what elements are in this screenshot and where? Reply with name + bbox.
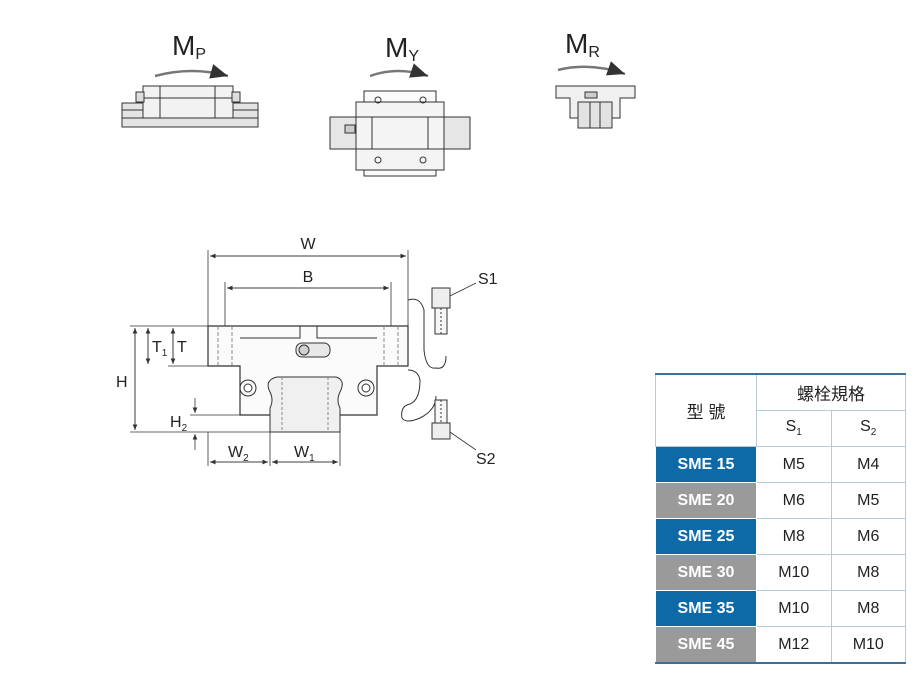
bolt-mounting-detail bbox=[401, 282, 477, 451]
bolt-s1-label: S1 bbox=[478, 271, 498, 288]
table-row: SME 45 M12 M10 bbox=[655, 626, 906, 664]
table-row: SME 30 M10 M8 bbox=[655, 554, 906, 591]
s2-cell: M10 bbox=[830, 626, 906, 664]
s2-column-header: S2 bbox=[830, 410, 906, 447]
model-cell: SME 45 bbox=[655, 626, 757, 664]
dim-h-label: H bbox=[116, 374, 128, 391]
s1-cell: M10 bbox=[756, 554, 832, 591]
model-column-header: 型 號 bbox=[655, 373, 757, 447]
s2-cell: M4 bbox=[830, 446, 906, 483]
model-cell: SME 30 bbox=[655, 554, 757, 591]
dim-w-label: W bbox=[300, 236, 316, 253]
table-row: SME 15 M5 M4 bbox=[655, 446, 906, 483]
bolt-spec-header: 螺栓規格 bbox=[756, 373, 906, 411]
dim-w2-label: W2 bbox=[228, 444, 249, 464]
dim-w1-label: W1 bbox=[294, 444, 315, 464]
s1-cell: M10 bbox=[756, 590, 832, 627]
mr-view-icon bbox=[555, 61, 636, 129]
mp-view-icon bbox=[121, 64, 259, 128]
dim-h2-label: H2 bbox=[170, 414, 188, 434]
s2-cell: M6 bbox=[830, 518, 906, 555]
dim-t-label: T bbox=[177, 339, 187, 356]
model-cell: SME 35 bbox=[655, 590, 757, 627]
s2-cell: M8 bbox=[830, 590, 906, 627]
s1-cell: M12 bbox=[756, 626, 832, 664]
s2-cell: M8 bbox=[830, 554, 906, 591]
moment-mr-label: MR bbox=[565, 28, 600, 61]
bolt-spec-table: 型 號 螺栓規格 S1 S2 SME 15 M5 M4 SME 20 M6 M5… bbox=[655, 373, 906, 664]
moment-my-label: MY bbox=[385, 32, 419, 65]
dim-b-label: B bbox=[303, 269, 314, 286]
table-row: SME 35 M10 M8 bbox=[655, 590, 906, 627]
table-row: SME 20 M6 M5 bbox=[655, 482, 906, 519]
moment-mp-label: MP bbox=[172, 30, 206, 63]
dimension-lines bbox=[130, 250, 409, 466]
model-cell: SME 25 bbox=[655, 518, 757, 555]
s1-cell: M8 bbox=[756, 518, 832, 555]
s2-cell: M5 bbox=[830, 482, 906, 519]
my-view-icon bbox=[329, 63, 471, 177]
s1-column-header: S1 bbox=[756, 410, 832, 447]
carriage-cross-section bbox=[207, 325, 409, 433]
model-cell: SME 20 bbox=[655, 482, 757, 519]
s1-cell: M6 bbox=[756, 482, 832, 519]
s1-cell: M5 bbox=[756, 446, 832, 483]
dim-t1-label: T1 bbox=[152, 339, 168, 359]
table-row: SME 25 M8 M6 bbox=[655, 518, 906, 555]
model-cell: SME 15 bbox=[655, 446, 757, 483]
bolt-s2-label: S2 bbox=[476, 451, 496, 468]
